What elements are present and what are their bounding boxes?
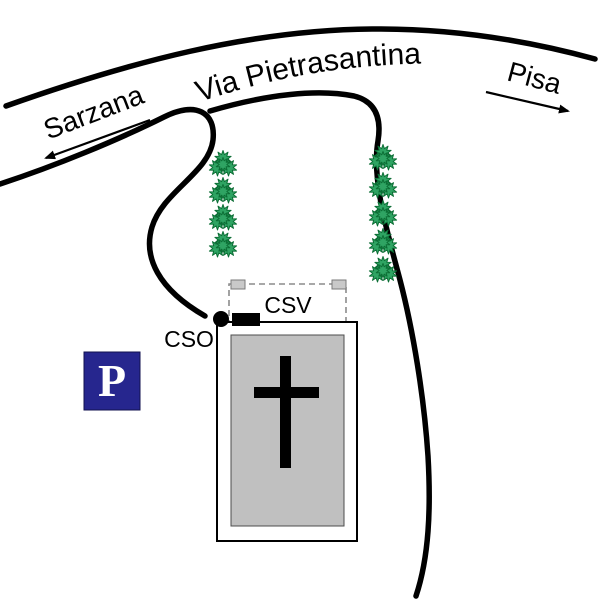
road-top-edge — [3, 26, 598, 109]
tree-rows — [208, 144, 398, 283]
pisa-direction-arrow — [485, 90, 570, 114]
tree-icon — [368, 144, 398, 171]
cross-icon — [254, 356, 319, 468]
csv-corner-block-right — [331, 279, 347, 290]
cso-marker-dot — [213, 311, 229, 327]
tree-icon — [368, 200, 398, 227]
csv-corner-block-left — [230, 279, 246, 290]
tree-icon — [208, 177, 238, 204]
tree-icon — [368, 172, 398, 199]
parking-sign-label: P — [98, 355, 126, 406]
cso-marker-bar — [232, 313, 260, 326]
parking-sign — [83, 351, 141, 411]
tree-icon — [208, 204, 238, 231]
sarzana-direction-arrow — [44, 118, 151, 160]
cso-label: CSO — [164, 326, 214, 352]
tree-icon — [368, 256, 398, 283]
tree-icon — [208, 231, 238, 258]
destination-label-pisa: Pisa — [504, 56, 565, 100]
road-label: Via Pietrasantina — [191, 38, 421, 109]
tree-icon — [208, 150, 238, 177]
tree-icon — [368, 228, 398, 255]
csv-label: CSV — [264, 292, 312, 318]
road-label-text: Via Pietrasantina — [191, 38, 421, 109]
road-bottom-edge-left-hook — [0, 106, 216, 319]
